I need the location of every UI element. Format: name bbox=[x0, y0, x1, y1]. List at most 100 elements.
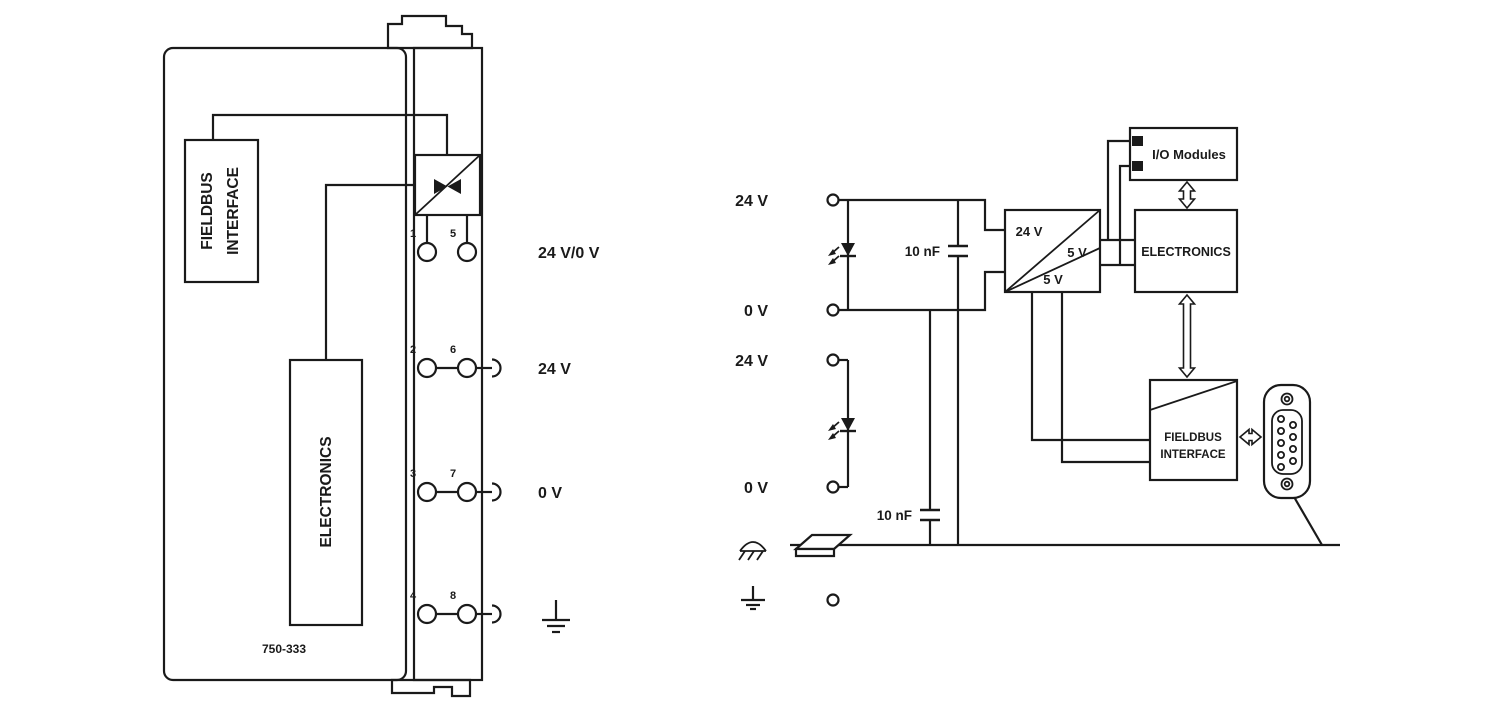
electronics-box bbox=[288, 358, 364, 627]
dsub-pin bbox=[1277, 414, 1286, 423]
dsub-pin bbox=[1289, 432, 1298, 441]
led-ray-2-head bbox=[828, 433, 836, 440]
terminal-contact-4 bbox=[416, 603, 438, 625]
dsub-mount-screw-bottom bbox=[1283, 480, 1291, 488]
top-mounting-clip bbox=[386, 14, 474, 50]
coupler-module-diagram: FIELDBUS INTERFACE ELECTRONICS 750-333 bbox=[162, 14, 600, 698]
terminal-number-1: 1 bbox=[410, 228, 416, 240]
io-bus-contact-1 bbox=[1132, 136, 1143, 146]
io-modules-label: I/O Modules bbox=[1152, 147, 1226, 162]
fieldbus-interface-box bbox=[1148, 378, 1239, 482]
converter-input-label: 24 V bbox=[1016, 224, 1043, 239]
terminal-number-8: 8 bbox=[450, 590, 456, 602]
terminal-strip-outline bbox=[412, 46, 484, 682]
terminal-row-wires bbox=[436, 358, 502, 624]
converter-triangle-left bbox=[434, 179, 448, 194]
terminal-contact-7 bbox=[456, 481, 478, 503]
io-modules-feed-wire-1 bbox=[1106, 139, 1131, 240]
row2-label: 24 V bbox=[538, 361, 571, 378]
terminal-number-4: 4 bbox=[410, 590, 417, 602]
converter-output-mid-label: 5 V bbox=[1067, 245, 1087, 260]
isolation-diagonal bbox=[414, 154, 481, 216]
earth-terminal bbox=[826, 593, 840, 607]
electronics-block: ELECTRONICS bbox=[1133, 208, 1239, 294]
system-24v-wire bbox=[838, 198, 1005, 232]
cap-bottom-label: 10 nF bbox=[877, 508, 912, 523]
io-modules-box bbox=[1128, 126, 1239, 182]
converter-diagonal-2 bbox=[1004, 247, 1101, 293]
field-24v-label: 24 V bbox=[735, 353, 768, 370]
led-ray-2-head bbox=[828, 258, 836, 265]
chassis-ground-icon bbox=[738, 541, 767, 561]
system-24v-label: 24 V bbox=[735, 193, 768, 210]
electronics-to-supply-wire bbox=[324, 183, 415, 360]
chassis-hatch-3 bbox=[756, 550, 764, 561]
terminal-contact-2 bbox=[416, 357, 438, 379]
row2-clamp-hook-icon bbox=[491, 358, 502, 378]
power-supply-symbol bbox=[413, 153, 482, 217]
electronics-box bbox=[1133, 208, 1239, 294]
fieldbus-interface-label-line2: INTERFACE bbox=[225, 167, 242, 255]
terminal-number-5: 5 bbox=[450, 228, 456, 240]
system-0v-wire bbox=[838, 270, 1005, 312]
dsub-face bbox=[1271, 409, 1303, 475]
io-bus-contact-2 bbox=[1132, 161, 1143, 171]
field-led-icon bbox=[828, 418, 856, 440]
fieldbus-interface-label-line1: FIELDBUS bbox=[199, 172, 216, 250]
system-0v-terminal bbox=[826, 303, 840, 317]
terminal-contact-1 bbox=[416, 241, 438, 263]
system-0v-label: 0 V bbox=[744, 303, 768, 320]
terminal-contact-3 bbox=[416, 481, 438, 503]
dsub-mount-hole-top bbox=[1280, 392, 1294, 406]
electronics-fieldbus-arrow-icon bbox=[1177, 293, 1197, 379]
electronics-label: ELECTRONICS bbox=[1141, 245, 1231, 259]
module-body-outline bbox=[162, 46, 408, 682]
supply-schematic: 24 V 0 V 24 V 0 V 10 nF 10 nF bbox=[735, 126, 1340, 611]
led-triangle bbox=[841, 418, 855, 431]
dsub-pin bbox=[1289, 444, 1298, 453]
converter-output-bottom-label: 5 V bbox=[1043, 272, 1063, 287]
electronics-label: ELECTRONICS bbox=[318, 436, 335, 547]
led-ray-1-head bbox=[828, 424, 836, 431]
fieldbus-label-line1: FIELDBUS bbox=[1164, 432, 1222, 444]
terminal-number-6: 6 bbox=[450, 344, 456, 356]
connector-shield-ground-wire bbox=[1289, 489, 1323, 546]
terminal-number-3: 3 bbox=[410, 468, 416, 480]
terminal-number-7: 7 bbox=[450, 468, 456, 480]
model-number: 750-333 bbox=[262, 642, 306, 656]
row4-clamp-hook-icon bbox=[491, 604, 502, 624]
io-electronics-arrow-icon bbox=[1177, 180, 1197, 210]
earth-ground-icon bbox=[741, 586, 765, 611]
dsub-mount-hole-bottom bbox=[1280, 477, 1294, 491]
row3-clamp-hook-icon bbox=[491, 482, 502, 502]
fieldbus-5v-wire-1 bbox=[1030, 292, 1150, 442]
terminal-contact-5 bbox=[456, 241, 478, 263]
din-rail-icon bbox=[793, 533, 853, 558]
field-24v-terminal bbox=[826, 353, 840, 367]
row1-label: 24 V/0 V bbox=[538, 245, 600, 262]
dsub-pin bbox=[1277, 462, 1286, 471]
fieldbus-connector-arrow-icon bbox=[1238, 427, 1263, 447]
led-triangle bbox=[841, 243, 855, 256]
chassis-hatch-2 bbox=[747, 550, 755, 561]
dsub-pin bbox=[1277, 426, 1286, 435]
capacitor-bottom-icon bbox=[920, 508, 940, 522]
fieldbus-5v-wire-2 bbox=[1060, 292, 1150, 464]
field-0v-label: 0 V bbox=[744, 480, 768, 497]
cap-top-label: 10 nF bbox=[905, 244, 940, 259]
converter-diagonal-1 bbox=[1004, 209, 1101, 293]
fieldbus-to-supply-wire bbox=[211, 113, 449, 155]
io-modules-block: I/O Modules bbox=[1128, 126, 1239, 182]
terminal-contact-8 bbox=[456, 603, 478, 625]
chassis-hatch-1 bbox=[738, 550, 746, 561]
terminal-contacts bbox=[416, 241, 478, 625]
dsub-mount-screw-top bbox=[1283, 395, 1291, 403]
terminal-contact-6 bbox=[456, 357, 478, 379]
fieldbus-label-line2: INTERFACE bbox=[1160, 449, 1226, 461]
terminal-number-2: 2 bbox=[410, 344, 416, 356]
dsub-pin bbox=[1289, 420, 1298, 429]
row3-label: 0 V bbox=[538, 485, 562, 502]
bottom-mounting-clip bbox=[390, 678, 472, 698]
chassis-arc bbox=[739, 541, 767, 552]
